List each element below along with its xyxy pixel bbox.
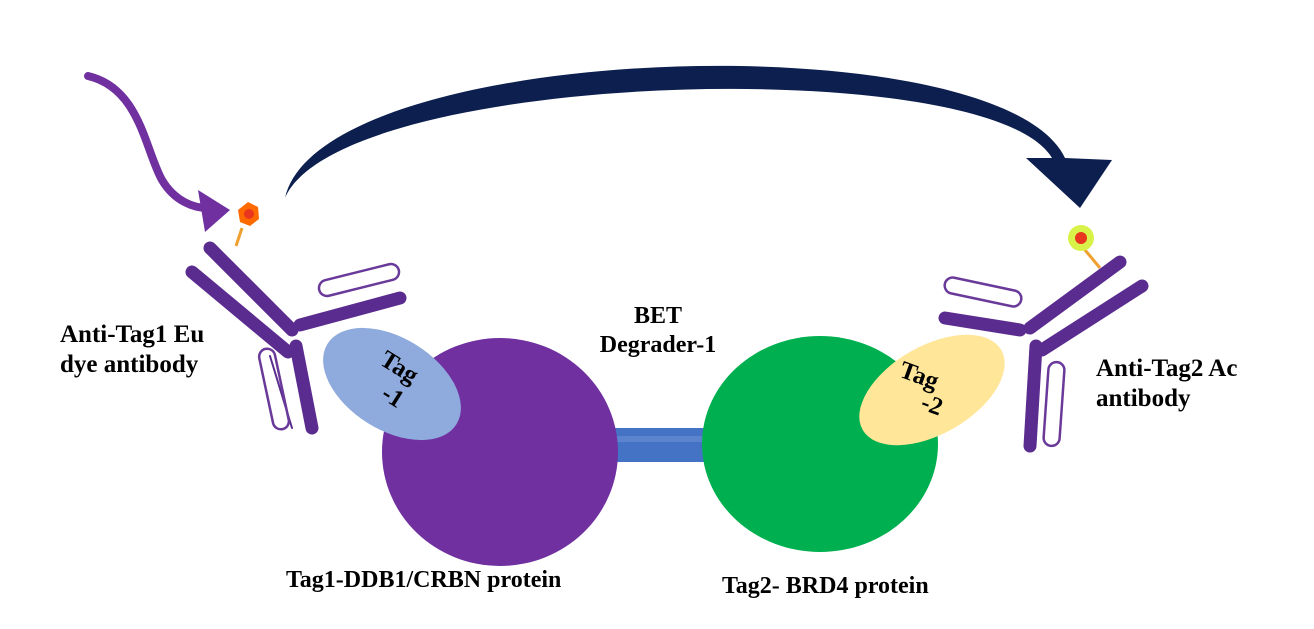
- anti-tag1-antibody-icon: [185, 202, 407, 435]
- anti-tag2-label: Anti-Tag2 Ac antibody: [1096, 354, 1237, 414]
- anti-tag2-label-line1: Anti-Tag2 Ac: [1096, 355, 1238, 382]
- tag2-ellipse: Tag -2: [859, 334, 1005, 446]
- bet-degrader-linker: [600, 428, 730, 462]
- protein2-label: Tag2- BRD4 protein: [722, 573, 929, 599]
- anti-tag2-antibody-icon: [938, 225, 1149, 453]
- tag1-ellipse: Tag -1: [323, 327, 461, 441]
- anti-tag1-label: Anti-Tag1 Eu dye antibody: [60, 320, 204, 380]
- energy-transfer-arrow-icon: [243, 65, 1112, 208]
- protein1-label: Tag1-DDB1/CRBN protein: [286, 567, 562, 593]
- anti-tag1-label-line1: Anti-Tag1 Eu: [60, 321, 205, 348]
- bet-degrader-label: BET Degrader-1: [578, 302, 738, 360]
- anti-tag2-label-line2: antibody: [1096, 385, 1191, 412]
- anti-tag1-label-line2: dye antibody: [60, 351, 199, 378]
- excitation-arrow-icon: [84, 72, 230, 232]
- bet-degrader-label-line1: BET: [633, 303, 683, 329]
- bet-degrader-label-line2: Degrader-1: [599, 331, 717, 358]
